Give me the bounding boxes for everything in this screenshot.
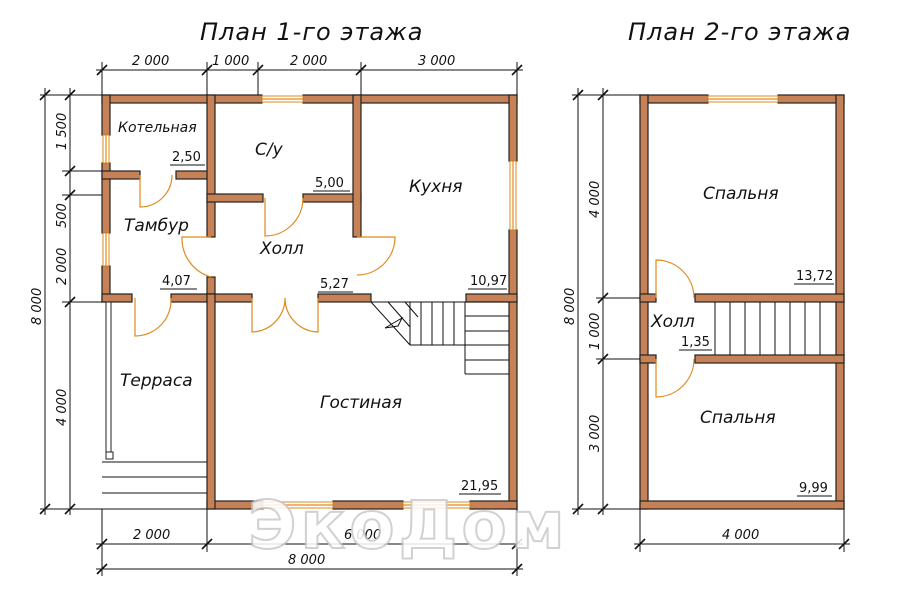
room-label-bedroom-top: Спальня [703, 184, 779, 204]
dim2-left-2: 1 000 [588, 313, 603, 350]
room-label-living: Гостиная [320, 393, 402, 413]
dim-top-1: 2 000 [132, 54, 169, 69]
room-label-vestibule: Тамбур [124, 216, 189, 236]
floor1-title: План 1-го этажа [200, 18, 423, 46]
room-label-bath: С/у [255, 140, 284, 160]
floor2-doors [655, 259, 695, 398]
floor1-dims-left: 1 500 500 2 000 4 000 8 000 [30, 88, 102, 515]
dim-left-1: 1 500 [55, 113, 70, 150]
room-label-bedroom-bottom: Спальня [700, 408, 776, 428]
floor2-title: План 2-го этажа [628, 18, 851, 46]
room-label-hall2: Холл [650, 312, 695, 332]
dim2-left-total: 8 000 [563, 288, 578, 325]
area-vestibule: 4,07 [162, 274, 191, 289]
floor1-dims-top: 2 000 1 000 2 000 3 000 [96, 54, 523, 95]
area-bedroom-top: 13,72 [796, 269, 833, 284]
terrace-steps [102, 461, 207, 510]
dim-top-2: 1 000 [212, 54, 249, 69]
dim2-bottom: 4 000 [722, 528, 759, 543]
dim-left-2: 500 [55, 203, 70, 228]
area-hall: 5,27 [320, 277, 349, 292]
dim-top-4: 3 000 [418, 54, 455, 69]
floor1-dims-bottom: 2 000 6 000 8 000 [96, 509, 523, 576]
dim2-left-1: 4 000 [588, 181, 603, 218]
dim2-left-3: 3 000 [588, 415, 603, 452]
floor1-plan: Котельная С/у Кухня Тамбур Холл Терраса … [30, 54, 523, 576]
area-kitchen: 10,97 [470, 274, 507, 289]
watermark: ЭкоДом [248, 487, 569, 564]
floor2-windows [707, 95, 779, 103]
dim-bottom-total: 8 000 [288, 553, 325, 568]
dim-left-3: 2 000 [55, 248, 70, 285]
area-hall2: 1,35 [681, 335, 710, 350]
floor2-interior-walls [639, 293, 845, 364]
dim-bottom-2: 6 000 [344, 528, 381, 543]
room-label-hall: Холл [259, 239, 304, 259]
floor2-dims-left: 4 000 1 000 3 000 8 000 [563, 88, 640, 515]
dim-top-3: 2 000 [290, 54, 327, 69]
floor2-staircase [714, 302, 821, 355]
floor1-staircase [370, 301, 509, 375]
floor1-windows [102, 95, 517, 509]
area-bath: 5,00 [315, 176, 344, 191]
dim-left-4: 4 000 [55, 389, 70, 426]
area-bedroom-bottom: 9,99 [799, 481, 828, 496]
room-label-terrace: Терраса [120, 371, 193, 391]
room-label-boiler: Котельная [118, 120, 197, 136]
dim-bottom-1: 2 000 [133, 528, 170, 543]
floor1-doors [134, 174, 396, 337]
terrace-railing [105, 301, 114, 460]
floor2-dims-bottom: 4 000 [634, 509, 850, 552]
area-boiler: 2,50 [172, 150, 201, 165]
area-living: 21,95 [461, 479, 498, 494]
room-label-kitchen: Кухня [409, 177, 463, 197]
dim-left-total: 8 000 [30, 288, 45, 325]
floor2-plan: Спальня Холл Спальня 13,72 1,35 9,99 4 0… [563, 88, 850, 552]
